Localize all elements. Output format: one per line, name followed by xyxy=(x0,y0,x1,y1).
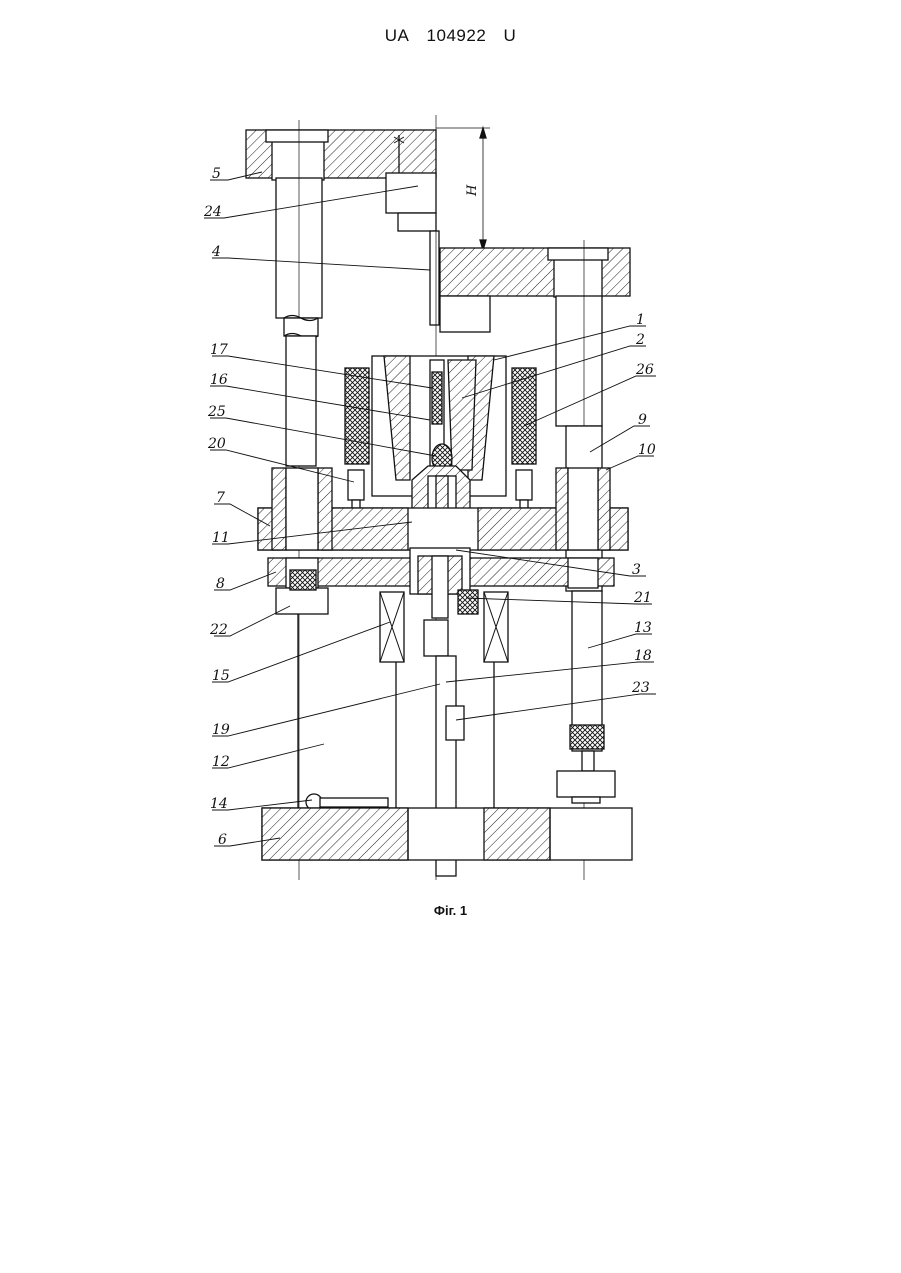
stop-foot xyxy=(557,771,615,797)
label-1: 1 xyxy=(636,312,645,328)
coil-right-26 xyxy=(512,368,536,464)
label-25: 25 xyxy=(207,404,226,420)
label-19: 19 xyxy=(212,722,230,738)
label-9: 9 xyxy=(638,412,647,428)
label-3: 3 xyxy=(632,562,641,578)
label-13: 13 xyxy=(634,620,652,636)
label-17: 17 xyxy=(210,342,228,358)
sleeve-23 xyxy=(446,706,464,740)
label-24: 24 xyxy=(203,204,222,220)
label-12: 12 xyxy=(212,754,230,770)
nut-22 xyxy=(276,588,328,614)
label-20: 20 xyxy=(207,436,226,452)
label-2: 2 xyxy=(635,332,645,348)
label-11: 11 xyxy=(212,530,230,546)
label-18: 18 xyxy=(634,648,652,664)
label-23: 23 xyxy=(631,680,650,696)
coil-left xyxy=(345,368,369,464)
label-15: 15 xyxy=(212,668,230,684)
dimension-h-label: H xyxy=(465,184,480,197)
figure-caption: Фіг. 1 xyxy=(0,903,901,918)
label-4: 4 xyxy=(211,244,221,260)
label-10: 10 xyxy=(638,442,656,458)
label-16: 16 xyxy=(210,372,228,388)
label-7: 7 xyxy=(216,490,225,506)
label-5: 5 xyxy=(212,166,221,182)
punch-rod-4 xyxy=(430,231,439,325)
label-6: 6 xyxy=(218,832,227,848)
label-14: 14 xyxy=(210,796,228,812)
label-22: 22 xyxy=(209,622,228,638)
label-21: 21 xyxy=(633,590,652,606)
right-guide-column-9 xyxy=(556,296,602,426)
tool-holder-24 xyxy=(386,173,436,213)
label-26: 26 xyxy=(635,362,654,378)
label-8: 8 xyxy=(216,576,225,592)
